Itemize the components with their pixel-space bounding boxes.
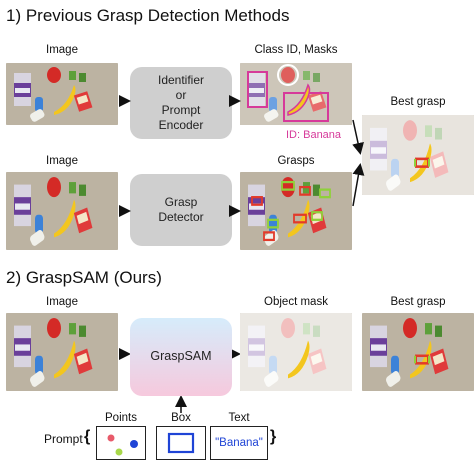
- row2-grasps-image: [240, 172, 352, 250]
- block-line: Prompt: [161, 103, 201, 117]
- block-line: Encoder: [158, 118, 204, 132]
- row3-input-image: [6, 313, 118, 391]
- best-grasp-label-2: Best grasp: [390, 296, 446, 308]
- prompt-close-brace: }: [270, 428, 277, 445]
- box-label: Box: [171, 412, 191, 424]
- graspsam-label: GraspSAM: [150, 349, 212, 364]
- identifier-prompt-encoder-block: Identifier or Prompt Encoder: [130, 67, 232, 139]
- box-prompt-box: [156, 426, 206, 460]
- block-line: or: [175, 88, 187, 102]
- prompt-label: Prompt: [44, 432, 83, 446]
- grasp-detector-block: Grasp Detector: [130, 174, 232, 246]
- graspsam-block: GraspSAM: [130, 318, 232, 396]
- block-line: Detector: [158, 210, 204, 224]
- row2-image-label: Image: [46, 155, 78, 167]
- points-prompt-box: [96, 426, 146, 460]
- section-2-heading: 2) GraspSAM (Ours): [6, 268, 162, 287]
- best-grasp-image-2: [362, 313, 474, 391]
- point-red: [107, 434, 115, 442]
- row3-image-label: Image: [46, 296, 78, 308]
- object-mask-image: [240, 313, 352, 391]
- text-prompt-value: "Banana": [215, 437, 263, 449]
- best-grasp-image-1: [362, 115, 474, 195]
- row2-output-label: Grasps: [277, 155, 315, 167]
- prompt-bbox: [167, 432, 195, 454]
- row1-image-label: Image: [46, 44, 78, 56]
- point-blue: [130, 440, 138, 448]
- text-label: Text: [228, 412, 250, 424]
- row1-output-label: Class ID, Masks: [254, 44, 338, 56]
- text-prompt-box: "Banana": [210, 426, 268, 460]
- points-label: Points: [105, 412, 137, 424]
- section-1-heading: 1) Previous Grasp Detection Methods: [6, 6, 290, 25]
- class-id-tag: ID: Banana: [286, 129, 342, 141]
- row1-mask-image: [240, 63, 352, 143]
- best-grasp-label-1: Best grasp: [390, 96, 446, 108]
- prompt-open-brace: {: [84, 428, 91, 445]
- block-line: Identifier: [157, 73, 205, 87]
- object-mask-label: Object mask: [264, 296, 328, 308]
- block-line: Grasp: [164, 195, 198, 209]
- prompt-points: [107, 434, 138, 456]
- point-green: [115, 448, 123, 456]
